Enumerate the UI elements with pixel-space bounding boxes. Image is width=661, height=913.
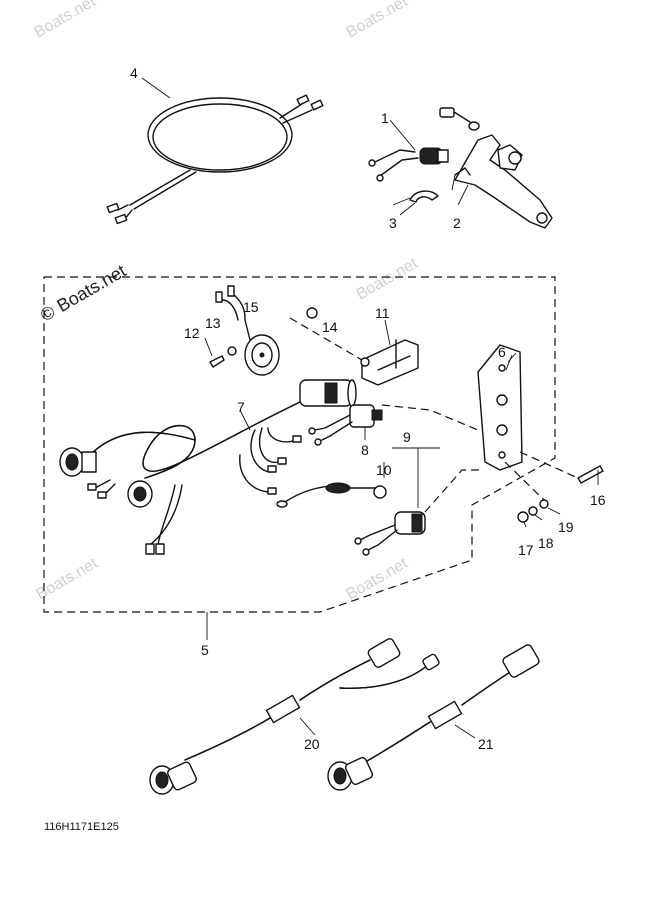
callout-1: 1 — [381, 110, 389, 126]
callout-3: 3 — [389, 215, 397, 231]
part-10-lanyard — [276, 462, 387, 508]
callout-8: 8 — [361, 442, 369, 458]
callout-6: 6 — [498, 344, 506, 360]
diagram-code: 116H1171E125 — [44, 821, 119, 833]
part-9-stop-switch — [354, 447, 480, 556]
callout-4: 4 — [130, 65, 138, 81]
part-17-nut — [517, 511, 529, 523]
callout-16: 16 — [590, 492, 606, 508]
leader-lines — [392, 174, 599, 528]
callout-5: 5 — [201, 642, 209, 658]
watermark-main: © Boats.net — [37, 261, 129, 326]
part-12-screw — [204, 337, 225, 368]
callout-13: 13 — [205, 315, 221, 331]
part-2-bracket — [439, 107, 553, 229]
kit-boundary — [43, 276, 556, 613]
callout-21: 21 — [478, 736, 494, 752]
callout-9: 9 — [403, 429, 411, 445]
watermark-brand: Boats.net — [53, 261, 129, 316]
watermark-text-5: Boats.net — [344, 555, 412, 604]
watermark-text-3: Boats.net — [354, 255, 422, 304]
part-6-panel — [477, 344, 523, 471]
part-20-harness — [149, 638, 440, 795]
callout-11: 11 — [375, 305, 390, 321]
callout-2: 2 — [453, 215, 461, 231]
callout-17: 17 — [518, 542, 534, 558]
callout-19: 19 — [558, 519, 574, 535]
watermark-light: Boats.net Boats.net Boats.net Boats.net … — [32, 0, 422, 603]
part-19-washer — [504, 461, 549, 509]
callout-7: 7 — [237, 399, 245, 415]
part-4-cable — [106, 77, 324, 225]
part-1-switch — [368, 119, 449, 182]
part-16-bolt — [519, 451, 604, 484]
part-15-meter — [215, 285, 280, 376]
callout-18: 18 — [538, 535, 554, 551]
watermark-text-2: Boats.net — [344, 0, 412, 41]
part-18-washer — [528, 506, 538, 516]
part-11-bracket — [360, 319, 419, 386]
callout-12: 12 — [184, 325, 200, 341]
callout-10: 10 — [376, 462, 392, 478]
part-3-clip — [399, 190, 439, 216]
watermark-copyright: © — [37, 302, 58, 326]
watermark-text-1: Boats.net — [32, 0, 100, 41]
part-8-switch — [308, 404, 479, 446]
callout-20: 20 — [304, 736, 320, 752]
callout-labels: 1 2 3 4 5 6 7 8 9 10 11 12 13 14 15 16 1… — [130, 65, 606, 752]
part-14-nut — [289, 307, 363, 361]
callout-15: 15 — [243, 299, 259, 315]
callout-14: 14 — [322, 319, 338, 335]
part-13-washer — [227, 346, 237, 356]
part-7-harness — [59, 379, 357, 555]
part-21-harness — [327, 644, 540, 791]
